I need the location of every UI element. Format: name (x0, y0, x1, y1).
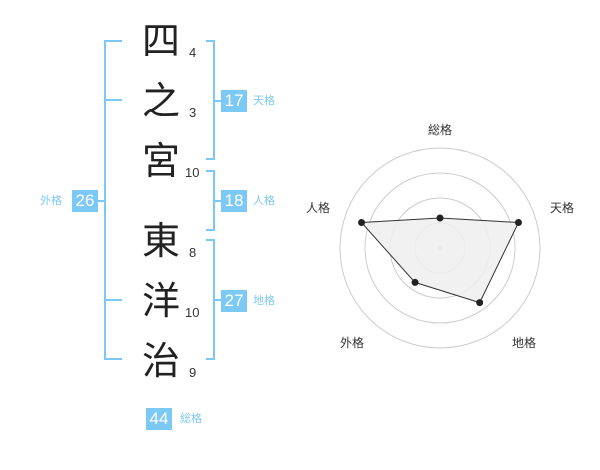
gaikaku-label: 外格 (40, 194, 62, 207)
gaikaku-value: 26 (72, 190, 98, 212)
radar-point-2 (476, 299, 484, 307)
surname-char-1: 四 (141, 19, 180, 63)
radar-axis-label-gaikaku: 外格 (340, 336, 365, 350)
radar-point-4 (358, 219, 366, 227)
surname-char-3: 宮 (141, 139, 180, 183)
soukaku-value: 44 (146, 408, 172, 430)
radar-axis-label-tenkaku: 天格 (550, 201, 575, 215)
radar-axis-label-chikaku: 地格 (512, 336, 537, 350)
jinkaku-value: 18 (221, 190, 247, 212)
radar-series-area (360, 217, 520, 304)
surname-strokes-2: 3 (189, 105, 197, 120)
surname-char-2: 之 (141, 79, 180, 123)
radar-point-0 (436, 214, 444, 222)
given-char-2: 洋 (141, 279, 180, 323)
given-strokes-2: 10 (185, 305, 200, 320)
surname-strokes-1: 4 (189, 45, 197, 60)
radar-axis-label-jinkaku: 人格 (306, 201, 331, 215)
radar-point-3 (411, 278, 419, 286)
tenkaku-label: 天格 (253, 94, 275, 107)
given-strokes-3: 9 (189, 365, 197, 380)
soukaku-label: 総格 (180, 412, 202, 425)
given-strokes-1: 8 (189, 245, 197, 260)
jinkaku-label: 人格 (253, 194, 275, 207)
surname-strokes-3: 10 (185, 165, 200, 180)
given-char-1: 東 (141, 219, 180, 263)
radar-grid-ring (339, 147, 541, 349)
tenkaku-value: 17 (221, 90, 247, 112)
chikaku-value: 27 (221, 290, 247, 312)
radar-axis-label-soukaku: 総格 (428, 123, 453, 137)
chikaku-label: 地格 (253, 294, 275, 307)
radar-grid-ring (364, 172, 516, 324)
radar-point-1 (514, 219, 522, 227)
given-char-3: 治 (141, 339, 180, 383)
